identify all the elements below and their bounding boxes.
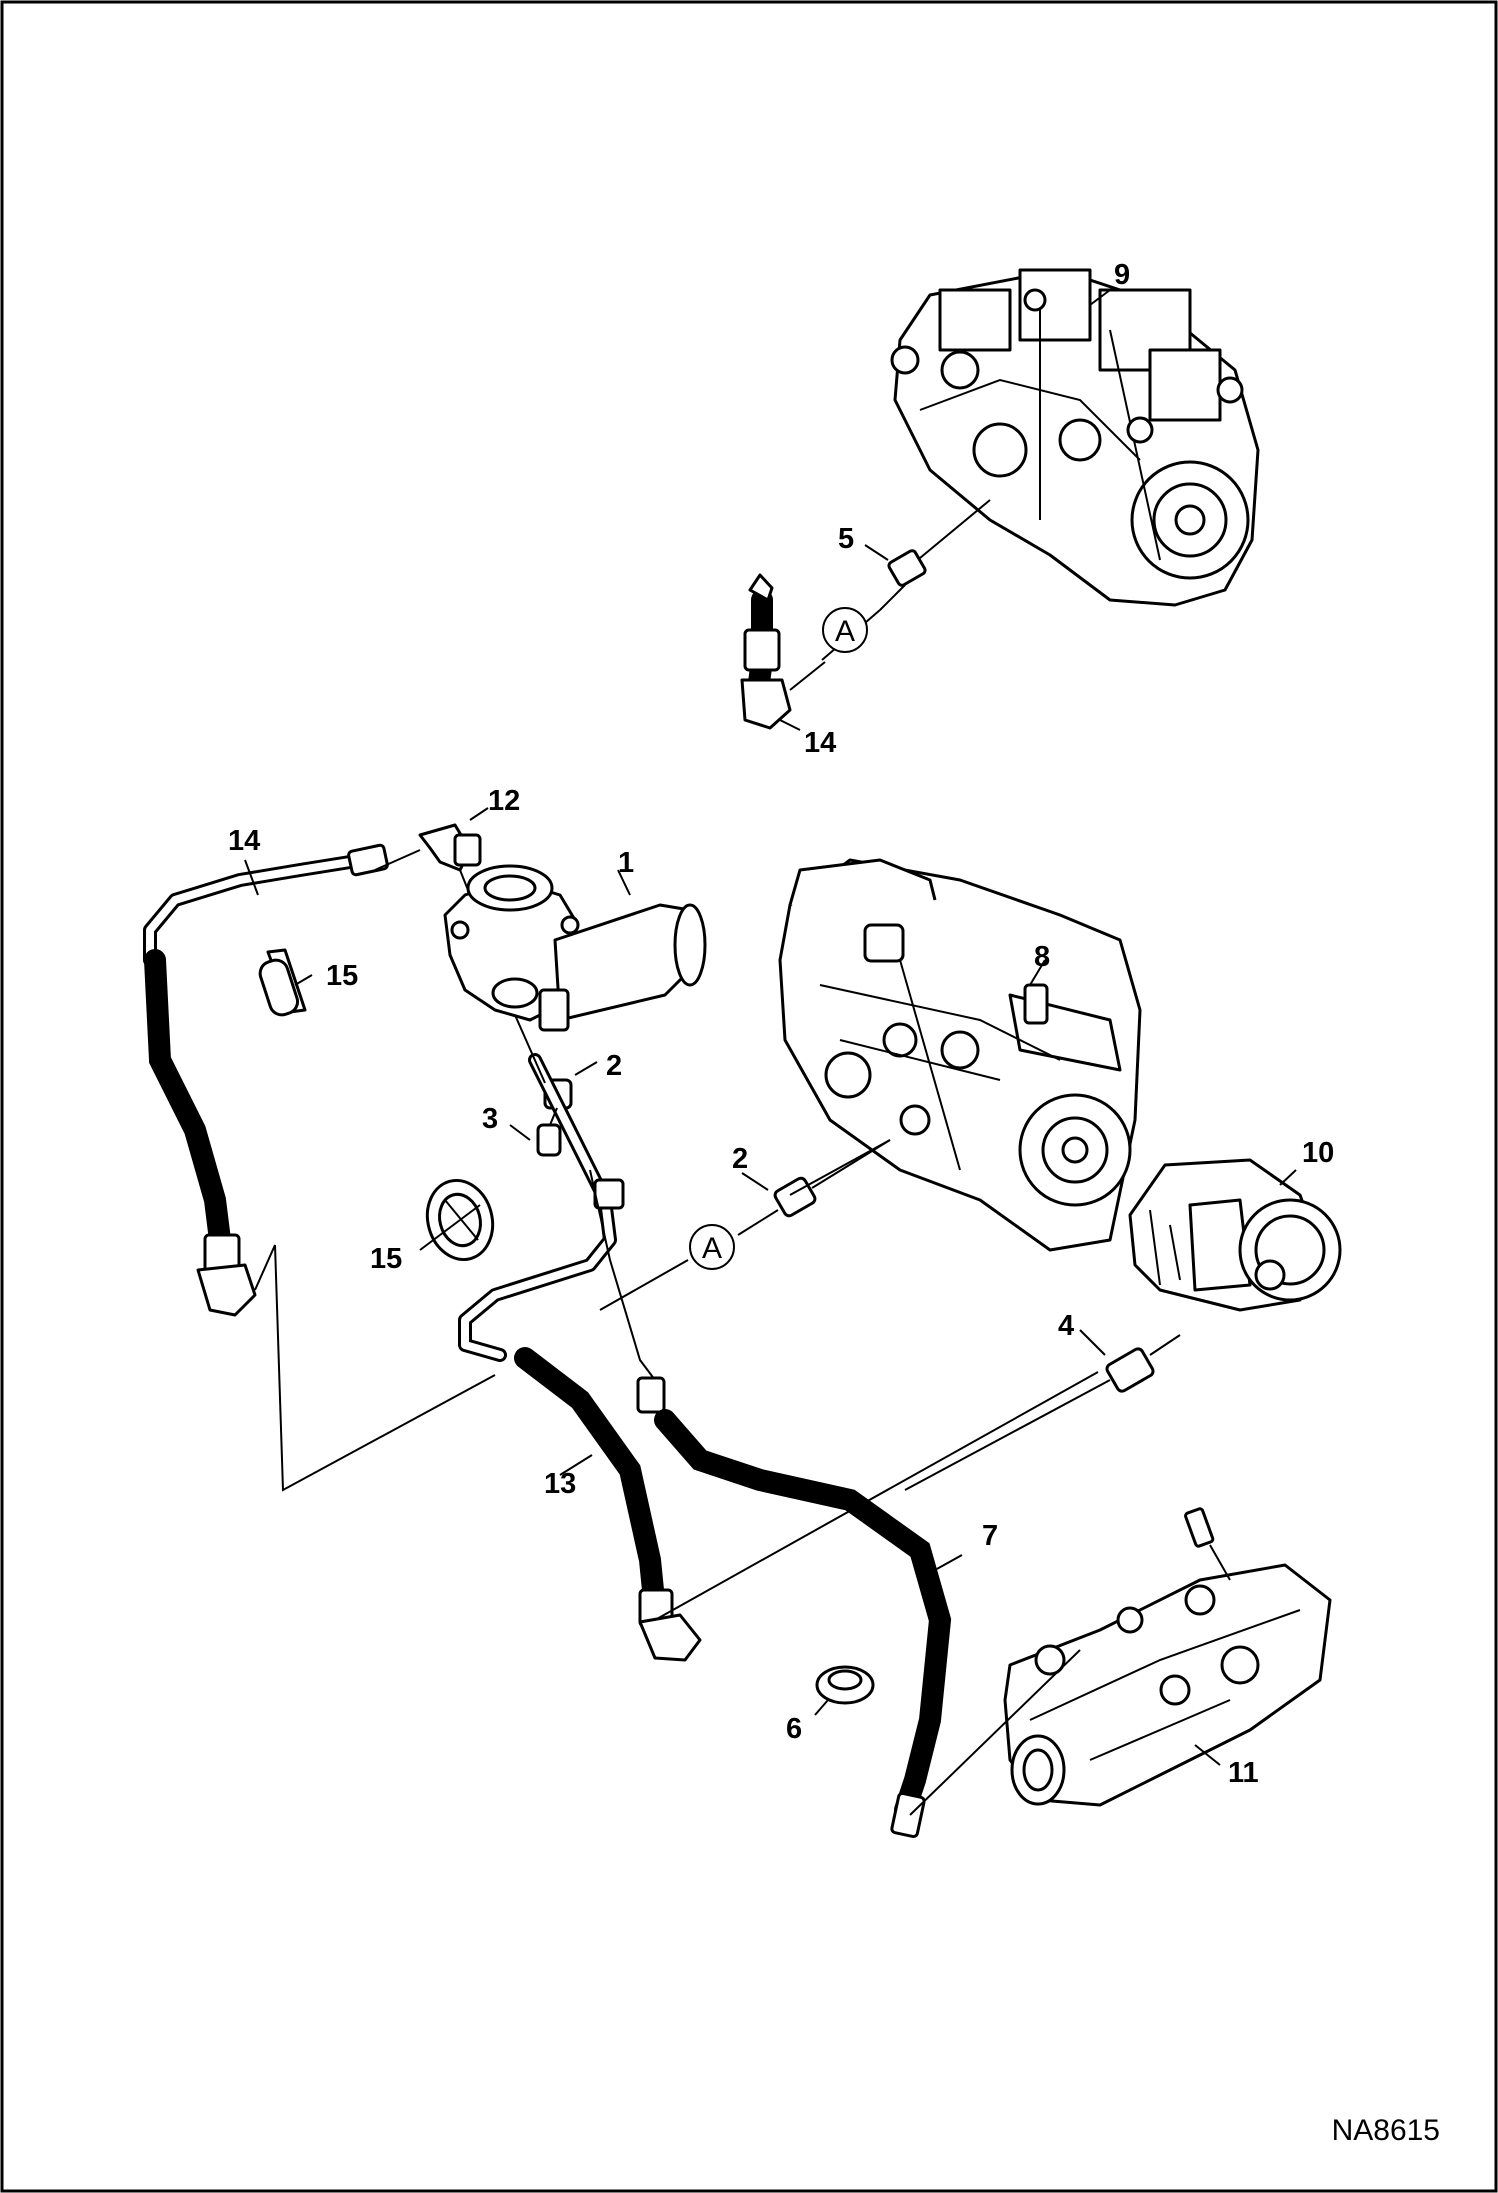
callout-14-upper: 14 <box>804 727 836 759</box>
part-15-grommet-lower <box>425 1178 495 1262</box>
callout-6: 6 <box>786 1713 802 1745</box>
callout-11: 11 <box>1228 1757 1259 1789</box>
part-5-fitting <box>887 499 991 587</box>
detail-ref-a-lower: A <box>689 1224 735 1270</box>
part-8-pump <box>778 858 1142 1252</box>
callout-9: 9 <box>1114 259 1130 291</box>
part-14-upper-hose <box>740 573 826 730</box>
callout-8: 8 <box>1034 941 1050 973</box>
callout-leaders <box>244 289 1297 1766</box>
callout-1: 1 <box>618 847 634 879</box>
callout-2-right: 2 <box>732 1143 748 1175</box>
part-1-filter-assembly <box>443 864 707 1032</box>
callout-14-lower: 14 <box>228 825 260 857</box>
callout-13: 13 <box>544 1468 576 1500</box>
part-9-pump-assembly <box>890 268 1260 607</box>
callout-2-left: 2 <box>606 1050 622 1082</box>
drawing-code: NA8615 <box>1332 2114 1440 2147</box>
connection-lines <box>254 584 1111 1816</box>
callout-7: 7 <box>982 1520 998 1552</box>
part-2-fitting-right <box>773 1139 891 1218</box>
callout-5: 5 <box>838 523 854 555</box>
part-14-lower-tube <box>143 843 389 1317</box>
callout-12: 12 <box>488 785 520 817</box>
part-6-grommet <box>815 1665 875 1705</box>
detail-ref-label: A <box>835 615 855 648</box>
callout-3: 3 <box>482 1103 498 1135</box>
detail-ref-a-upper: A <box>822 607 868 653</box>
detail-ref-label: A <box>702 1232 722 1265</box>
callout-4: 4 <box>1058 1310 1074 1342</box>
callout-15-upper: 15 <box>326 960 358 992</box>
callout-15-lower: 15 <box>370 1243 402 1275</box>
part-4-fitting <box>1105 1334 1181 1393</box>
part-7-hose <box>589 1169 952 1839</box>
part-12-elbow-fitting <box>418 823 482 872</box>
callout-labels: 9 5 14 12 14 1 15 8 2 3 2 10 15 4 13 7 6… <box>228 259 1334 1789</box>
part-13-hose <box>458 1053 702 1662</box>
part-11-valve-assembly <box>1003 1507 1332 1807</box>
part-15-grommet-upper <box>258 948 307 1017</box>
part-10-motor <box>1128 1158 1342 1312</box>
callout-10: 10 <box>1302 1137 1334 1169</box>
part-3-fitting <box>536 1123 562 1157</box>
